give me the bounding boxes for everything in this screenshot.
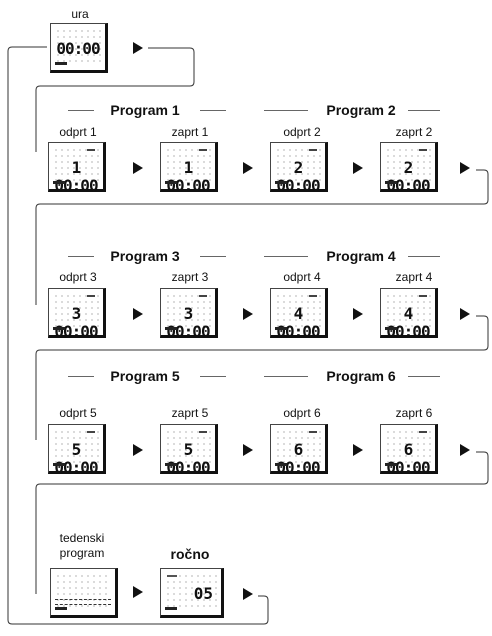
program-title: Program 4 [326,248,396,264]
lcd-display: 6 00:00 [270,424,328,477]
arrow-icon [353,308,363,320]
lcd-ura: 00:00 [50,23,108,73]
program-title: Program 5 [110,368,180,384]
arrow-icon [353,162,363,174]
lcd-tedenski [50,568,118,618]
arrow-icon [243,588,253,600]
program-title: Program 3 [110,248,180,264]
step-label: zaprt 1 [171,125,209,139]
arrow-icon [460,444,470,456]
outer-left-line [7,46,269,625]
lcd-display: 2 00:00 [380,142,438,195]
step-label: zaprt 3 [171,270,209,284]
step-label: odprt 6 [283,406,321,420]
step-label: odprt 3 [59,270,97,284]
arrow-icon [353,444,363,456]
program-title: Program 2 [326,102,396,118]
arrow-icon [243,308,253,320]
step-label: zaprt 5 [171,406,209,420]
lcd-display: 1 00:00 [160,142,218,195]
arrow-icon [460,162,470,174]
arrow-icon [243,444,253,456]
lcd-rocno: 05 [160,568,224,618]
lcd-display: 5 00:00 [48,424,106,477]
connector-row2-row3 [35,315,489,440]
step-label: odprt 5 [59,406,97,420]
lcd-display: 6 00:00 [380,424,438,477]
arrow-icon [133,162,143,174]
lcd-display: 4 00:00 [270,288,328,341]
lcd-display: 5 00:00 [160,424,218,477]
lcd-display: 4 00:00 [380,288,438,341]
program-title: Program 6 [326,368,396,384]
lcd-display: 3 00:00 [48,288,106,341]
step-label: zaprt 6 [395,406,433,420]
lcd-display: 2 00:00 [270,142,328,195]
arrow-icon [133,586,143,598]
step-label: odprt 2 [283,125,321,139]
program-title: Program 1 [110,102,180,118]
ura-label: ura [71,7,89,21]
outer-return-line [35,47,195,152]
connector-row3-row4 [35,451,489,594]
arrow-icon [133,42,143,54]
step-label: zaprt 4 [395,270,433,284]
connector-row1-row2 [35,169,489,305]
arrow-icon [460,308,470,320]
step-label: zaprt 2 [395,125,433,139]
step-label: odprt 1 [59,125,97,139]
arrow-icon [133,444,143,456]
step-label: odprt 4 [283,270,321,284]
arrow-icon [133,308,143,320]
arrow-icon [243,162,253,174]
lcd-display: 1 00:00 [48,142,106,195]
lcd-display: 3 00:00 [160,288,218,341]
rocno-title: ročno [170,546,210,562]
